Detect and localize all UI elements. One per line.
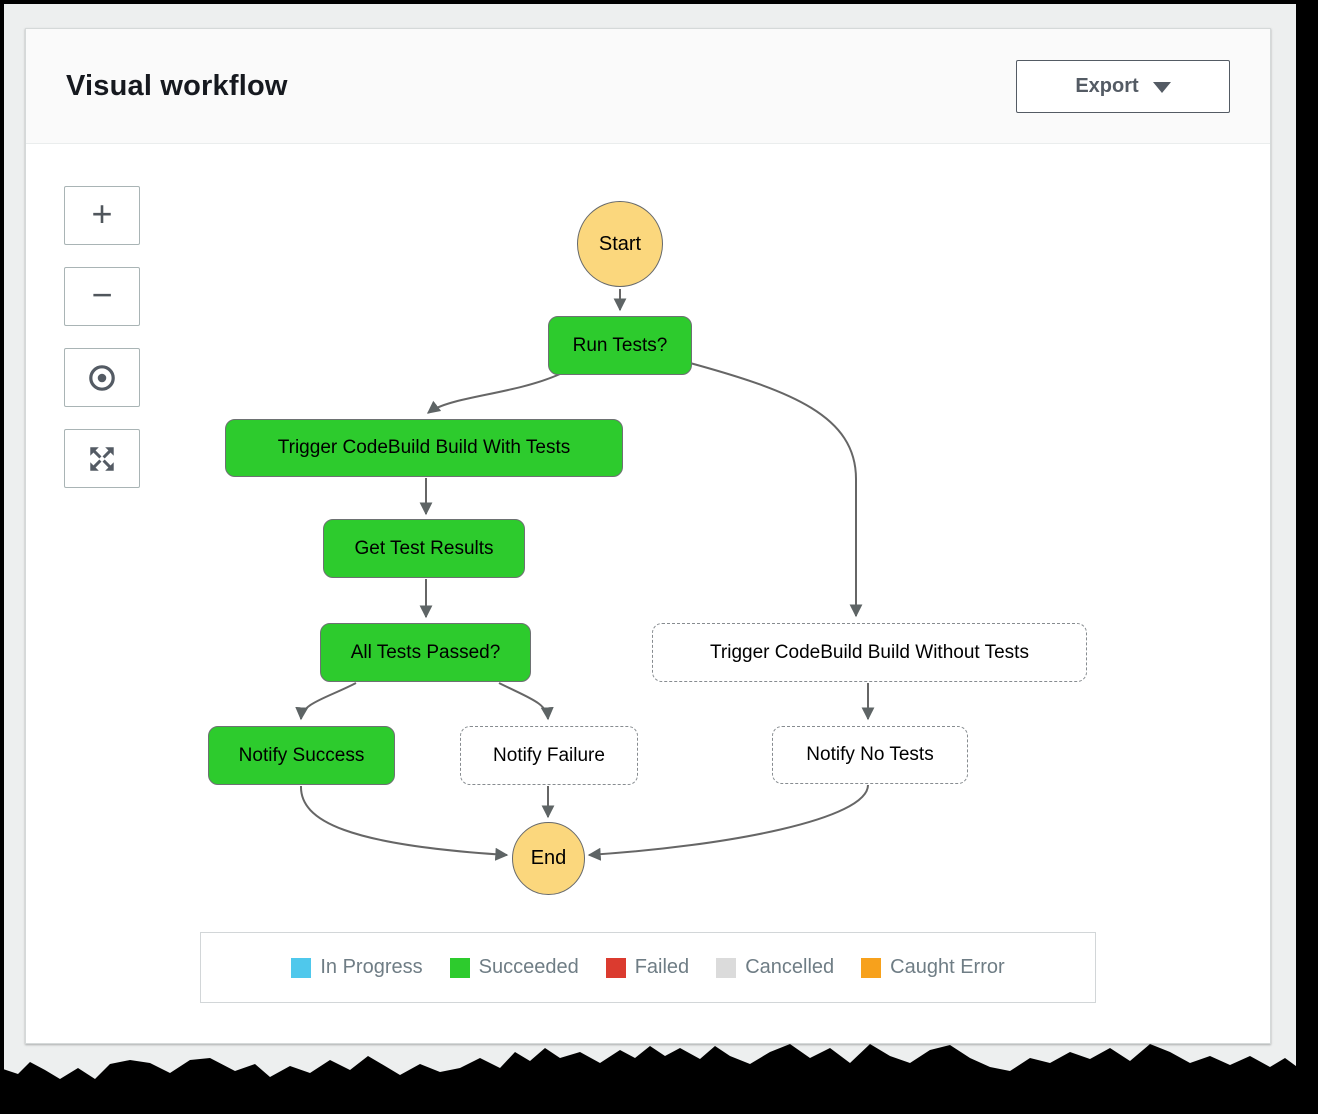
workflow-edges	[295, 289, 875, 861]
legend-label: In Progress	[320, 956, 423, 978]
edge-all-passed-to-notify-failure	[498, 682, 554, 721]
workflow-canvas[interactable]: + −	[26, 144, 1270, 1043]
frame-border-left	[0, 0, 4, 1114]
cancelled-swatch	[716, 957, 737, 978]
failed-swatch	[605, 957, 626, 978]
frame-border-right	[1296, 0, 1318, 1114]
node-notify-no-tests[interactable]: Notify No Tests	[772, 726, 968, 784]
export-button[interactable]: Export	[1016, 59, 1230, 113]
legend-item-caught-error: Caught Error	[861, 956, 1005, 979]
circle-dot-icon	[89, 364, 115, 391]
legend-label: Succeeded	[478, 956, 579, 978]
succeeded-swatch	[449, 957, 470, 978]
edge-all-passed-to-notify-success	[295, 682, 357, 721]
node-get-test-results[interactable]: Get Test Results	[323, 519, 525, 578]
page-title: Visual workflow	[66, 69, 288, 102]
node-notify-failure[interactable]: Notify Failure	[460, 726, 638, 785]
node-trigger-codebuild-with-tests[interactable]: Trigger CodeBuild Build With Tests	[225, 419, 623, 477]
node-all-tests-passed[interactable]: All Tests Passed?	[320, 623, 531, 682]
legend-item-cancelled: Cancelled	[716, 956, 834, 979]
node-notify-success[interactable]: Notify Success	[208, 726, 395, 785]
caret-down-icon	[1152, 81, 1171, 93]
node-start[interactable]: Start	[577, 201, 663, 287]
edge-run-tests-to-without-tests	[689, 362, 863, 618]
center-view-button[interactable]	[64, 348, 140, 407]
expand-arrows-icon	[90, 446, 114, 471]
status-legend: In Progress Succeeded Failed Cancelled C…	[200, 932, 1096, 1003]
edge-notify-no-tests-to-end	[587, 784, 869, 861]
minus-icon: −	[91, 274, 113, 315]
zoom-out-button[interactable]: −	[64, 267, 140, 326]
visual-workflow-panel: Visual workflow Export + −	[25, 28, 1271, 1044]
node-end[interactable]: End	[512, 822, 585, 895]
legend-item-failed: Failed	[605, 956, 690, 979]
legend-label: Failed	[634, 956, 690, 978]
legend-label: Cancelled	[745, 956, 835, 978]
node-trigger-codebuild-without-tests[interactable]: Trigger CodeBuild Build Without Tests	[652, 623, 1087, 682]
zoom-controls: + −	[64, 186, 140, 510]
legend-item-succeeded: Succeeded	[449, 956, 579, 979]
edge-run-tests-to-with-tests	[426, 373, 561, 414]
edge-notify-success-to-end	[299, 785, 509, 861]
export-button-label: Export	[1075, 74, 1139, 97]
frame-border-top	[0, 0, 1318, 4]
zoom-in-button[interactable]: +	[64, 186, 140, 245]
fit-view-button[interactable]	[64, 429, 140, 488]
in-progress-swatch	[291, 957, 312, 978]
legend-label: Caught Error	[890, 956, 1005, 978]
caught-error-swatch	[861, 957, 882, 978]
node-run-tests[interactable]: Run Tests?	[548, 316, 692, 375]
legend-item-in-progress: In Progress	[291, 956, 423, 979]
panel-header: Visual workflow Export	[26, 29, 1270, 144]
plus-icon: +	[91, 193, 113, 234]
